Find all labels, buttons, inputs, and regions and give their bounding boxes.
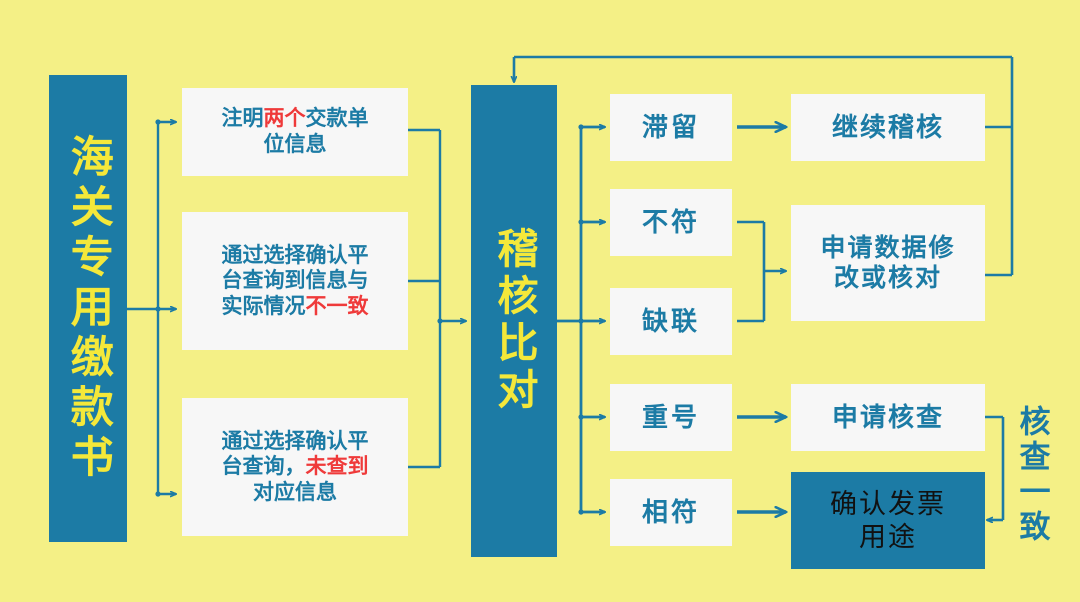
action-box-request-amendment[interactable]: 申请数据修改或核对 xyxy=(791,205,985,321)
result-label: 滞留 xyxy=(641,111,700,142)
result-label: 相符 xyxy=(641,496,700,527)
result-label: 重号 xyxy=(641,401,700,432)
wire-mismatch-missing-to-amend xyxy=(737,220,786,323)
condition-box-info-mismatch[interactable]: 通过选择确认平台查询到信息与实际情况不一致 xyxy=(182,212,408,350)
result-label: 不符 xyxy=(641,206,700,237)
action-line: 申请数据修 xyxy=(820,233,956,262)
action-line: 申请核查 xyxy=(831,401,944,432)
result-box-missing-copy[interactable]: 缺联 xyxy=(610,288,732,355)
action-line: 改或核对 xyxy=(833,264,942,292)
condition-box-info-not-found[interactable]: 通过选择确认平台查询，未查到对应信息 xyxy=(182,398,408,536)
condition-line: 注明两个交款单 xyxy=(194,106,396,132)
source-document-banner[interactable]: 海关专用缴款书 xyxy=(49,75,127,542)
text-run: 通过选择确认平 xyxy=(221,429,369,453)
text-run: 对应信息 xyxy=(253,480,337,504)
action-box-confirm-invoice-use[interactable]: 确认发票用途 xyxy=(791,472,985,569)
wire-compare-fanout xyxy=(557,127,605,512)
result-box-retained[interactable]: 滞留 xyxy=(610,94,732,161)
text-run: 注明 xyxy=(221,107,264,131)
condition-line: 位信息 xyxy=(194,132,396,158)
result-box-match[interactable]: 相符 xyxy=(610,479,732,546)
condition-line: 通过选择确认平 xyxy=(194,429,396,455)
text-run: 实际情况 xyxy=(221,294,306,318)
condition-line: 通过选择确认平 xyxy=(194,243,396,269)
result-box-mismatch[interactable]: 不符 xyxy=(610,189,732,256)
action-line: 继续稽核 xyxy=(831,111,944,142)
action-box-request-inspection[interactable]: 申请核查 xyxy=(791,384,985,451)
wire-source-fanout xyxy=(127,122,176,494)
audit-comparison-label: 稽核比对 xyxy=(491,227,538,415)
text-run: 台查询到信息与 xyxy=(221,269,369,293)
condition-line: 台查询，未查到 xyxy=(194,454,396,480)
condition-line: 台查询到信息与 xyxy=(194,268,396,294)
condition-line: 对应信息 xyxy=(194,480,396,506)
result-label: 缺联 xyxy=(641,305,700,336)
highlighted-text: 两个 xyxy=(263,107,306,131)
condition-line: 实际情况不一致 xyxy=(194,294,396,320)
source-document-label: 海关专用缴款书 xyxy=(64,133,113,484)
edge-label-verification-consistent: 核查一致 xyxy=(1014,405,1050,545)
wire-feedback-amend-to-compare xyxy=(985,127,1014,277)
text-run: 台查询， xyxy=(221,455,306,479)
wire-conditions-merge xyxy=(408,128,466,469)
wire-inspect-to-confirm xyxy=(985,415,1005,520)
text-run: 位信息 xyxy=(263,133,327,156)
condition-box-note-two-payers[interactable]: 注明两个交款单位信息 xyxy=(182,88,408,176)
text-run: 交款单 xyxy=(305,107,369,131)
audit-comparison-banner[interactable]: 稽核比对 xyxy=(471,85,557,557)
result-box-duplicate-number[interactable]: 重号 xyxy=(610,384,732,451)
action-line: 用途 xyxy=(859,521,917,552)
action-box-continue-audit[interactable]: 继续稽核 xyxy=(791,94,985,161)
highlighted-text: 不一致 xyxy=(305,294,369,318)
text-run: 通过选择确认平 xyxy=(221,243,369,267)
highlighted-text: 未查到 xyxy=(305,455,369,479)
action-line: 确认发票 xyxy=(830,488,946,519)
